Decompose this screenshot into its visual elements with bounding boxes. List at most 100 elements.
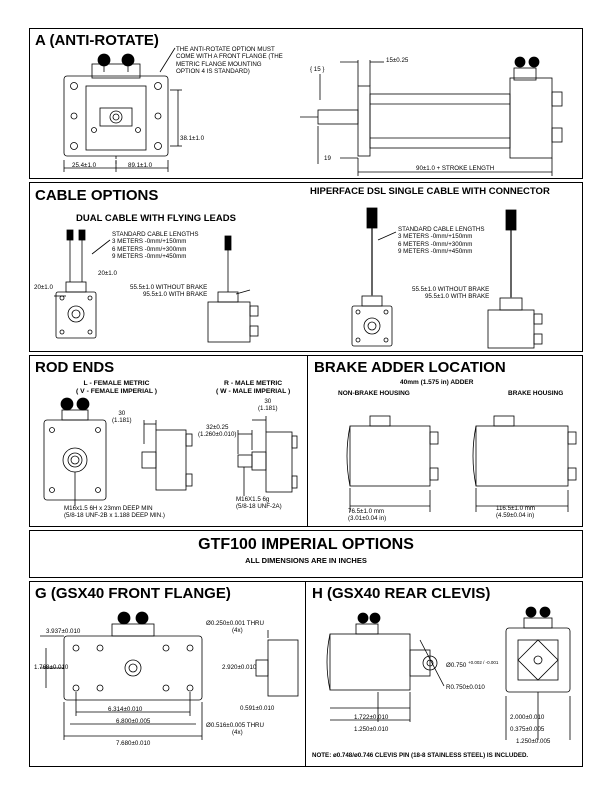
female-thread-note: M16x1.5 6H x 23mm DEEP MIN (5/8-18 UNF-2… [64, 505, 165, 520]
note-line: 3 METERS -0mm/+150mm [112, 238, 187, 246]
dual-brake-note: 55.5±1.0 WITHOUT BRAKE 95.5±1.0 WITH BRA… [130, 284, 207, 299]
dual-cable-drawing [54, 229, 259, 343]
note-line: (1.181) [258, 405, 278, 413]
note-line: 9 METERS -0mm/+450mm [398, 248, 473, 256]
note-line: (5/8-18 UNF-2B x 1.188 DEEP MIN.) [64, 512, 165, 520]
dim-20-b: 20±1.0 [34, 284, 53, 291]
dim-1-768: 1.768±0.010 [34, 664, 69, 671]
dim-116-5: 116.5±1.0 mm (4.59±0.04 in) [496, 505, 535, 520]
dim-6-800: 6.800±0.005 [116, 718, 151, 725]
male-thread-note: M16X1.5 6g (5/8-18 UNF-2A) [236, 496, 282, 511]
rod-ends-drawing [43, 397, 298, 506]
label-line: R - MALE METRIC [224, 380, 283, 387]
clevis-pin-note: NOTE: ø0.748/ø0.746 CLEVIS PIN (18-8 STA… [312, 752, 529, 759]
dim-2-920: 2.920±0.010 [222, 664, 257, 671]
dim-25-4: 25.4±1.0 [72, 162, 97, 169]
nonbrake-label: NON-BRAKE HOUSING [338, 390, 410, 397]
note-line: M16X1.5 6g [236, 496, 270, 503]
female-label: L - FEMALE METRIC ( V - FEMALE IMPERIAL … [76, 380, 157, 396]
dim-0-750-tol: +0.002 / -0.001 [468, 660, 499, 665]
hiperface-brake-note: 55.5±1.0 WITHOUT BRAKE 95.5±1.0 WITH BRA… [412, 286, 489, 301]
gh-divider [305, 581, 306, 767]
dim-1-722: 1.722±0.010 [354, 714, 389, 721]
dim-0-375: 0.375±0.005 [510, 726, 545, 733]
dim-30-female: 30 (1.181) [112, 410, 132, 425]
dim-32: 32±0.25 (1.260±0.010) [198, 424, 237, 439]
hiperface-lengths-note: STANDARD CABLE LENGTHS 3 METERS -0mm/+15… [398, 226, 485, 256]
hole-0-250-note: Ø0.250±0.001 THRU (4x) [206, 620, 264, 635]
dim-15-bracket: { 15 } [310, 66, 325, 73]
anti-rotate-front-view [63, 47, 182, 172]
hole-0-516-note: Ø0.516±0.005 THRU (4x) [206, 722, 264, 737]
section-h-title: H (GSX40 REAR CLEVIS) [312, 585, 491, 602]
note-line: Ø0.250±0.001 THRU [206, 620, 264, 627]
dim-38-1: 38.1±1.0 [180, 135, 205, 142]
section-cable-frame [29, 182, 583, 352]
note-line: THE ANTI-ROTATE OPTION MUST [176, 46, 275, 53]
note-line: (1.260±0.010) [198, 431, 237, 439]
note-line: 116.5±1.0 mm [496, 505, 536, 512]
section-a-frame [29, 28, 583, 179]
adder-label: 40mm (1.575 in) ADDER [400, 379, 474, 386]
note-line: 9 METERS -0mm/+450mm [112, 253, 187, 261]
dim-19: 19 [324, 155, 331, 162]
imperial-title: GTF100 IMPERIAL OPTIONS [198, 536, 414, 553]
note-line: (5/8-18 UNF-2A) [236, 503, 282, 511]
dim-15-tol: 15±0.25 [386, 57, 409, 64]
dual-lengths-note: STANDARD CABLE LENGTHS 3 METERS -0mm/+15… [112, 231, 199, 261]
label-line: ( W - MALE IMPERIAL ) [216, 388, 291, 395]
note-line: (3.01±0.04 in) [348, 515, 387, 523]
dim-1-250-a: 1.250±0.010 [354, 726, 389, 733]
label-line: L - FEMALE METRIC [83, 380, 150, 387]
front-flange-drawing [40, 611, 299, 740]
dim-15: 15 [313, 66, 321, 73]
note-line: COME WITH A FRONT FLANGE (THE [176, 53, 283, 61]
dim-20-a: 20±1.0 [98, 270, 117, 277]
note-line: (4.59±0.04 in) [496, 512, 535, 520]
note-line: 95.5±1.0 WITH BRAKE [142, 291, 208, 299]
note-line: 32±0.25 [206, 424, 229, 431]
brake-adder-title: BRAKE ADDER LOCATION [314, 359, 506, 376]
cable-options-title: CABLE OPTIONS [35, 187, 159, 204]
section-gh-frame [29, 581, 583, 767]
rear-clevis-drawing [326, 606, 571, 740]
dim-3-937: 3.937±0.010 [46, 628, 81, 635]
note-line: 76.5±1.0 mm [348, 508, 385, 515]
dim-89-1: 89.1±1.0 [128, 162, 153, 169]
section-rod-brake-frame [29, 355, 583, 527]
dim-1-250-b: 1.250±0.005 [516, 738, 551, 745]
note-line: 30 [118, 410, 126, 417]
note-line: STANDARD CABLE LENGTHS [398, 226, 485, 233]
note-line: 55.5±1.0 WITHOUT BRAKE [130, 284, 208, 291]
section-g-title: G (GSX40 FRONT FLANGE) [35, 585, 231, 602]
anti-rotate-note: THE ANTI-ROTATE OPTION MUST COME WITH A … [176, 46, 283, 76]
dim-0-591: 0.591±0.010 [240, 705, 275, 712]
rod-brake-divider [307, 355, 308, 527]
dim-76-5: 76.5±1.0 mm (3.01±0.04 in) [348, 508, 386, 523]
note-line: METRIC FLANGE MOUNTING [176, 60, 262, 68]
note-line: 95.5±1.0 WITH BRAKE [424, 293, 490, 301]
dim-0-750-value: Ø0.750 [446, 662, 467, 670]
note-line: 3 METERS -0mm/+150mm [398, 233, 473, 241]
note-line: 6 METERS -0mm/+300mm [398, 240, 473, 248]
dim-90-stroke: 90±1.0 + STROKE LENGTH [416, 165, 495, 172]
note-line: (1.181) [112, 417, 132, 425]
note-line: M16x1.5 6H x 23mm DEEP MIN [64, 505, 153, 512]
imperial-subtitle: ALL DIMENSIONS ARE IN INCHES [245, 556, 367, 565]
note-line: 55.5±1.0 WITHOUT BRAKE [412, 286, 490, 293]
note-line: 30 [264, 398, 272, 405]
dim-r0-750: R0.750±0.010 [446, 684, 485, 691]
note-line: Ø0.516±0.005 THRU [206, 722, 264, 729]
label-line: ( V - FEMALE IMPERIAL ) [76, 388, 158, 395]
rod-ends-title: ROD ENDS [35, 359, 115, 376]
dim-0-750: Ø0.750 +0.002 / -0.001 [446, 660, 498, 669]
hiperface-title: HIPERFACE DSL SINGLE CABLE WITH CONNECTO… [310, 186, 550, 197]
section-imperial-frame [29, 530, 583, 578]
dim-7-680: 7.680±0.010 [116, 740, 151, 747]
section-a-title: A (ANTI-ROTATE) [35, 32, 159, 49]
dim-30-male: 30 (1.181) [258, 398, 278, 413]
brake-label: BRAKE HOUSING [508, 390, 564, 397]
note-line: (4x) [232, 729, 243, 737]
note-line: OPTION 4 IS STANDARD) [176, 68, 250, 76]
